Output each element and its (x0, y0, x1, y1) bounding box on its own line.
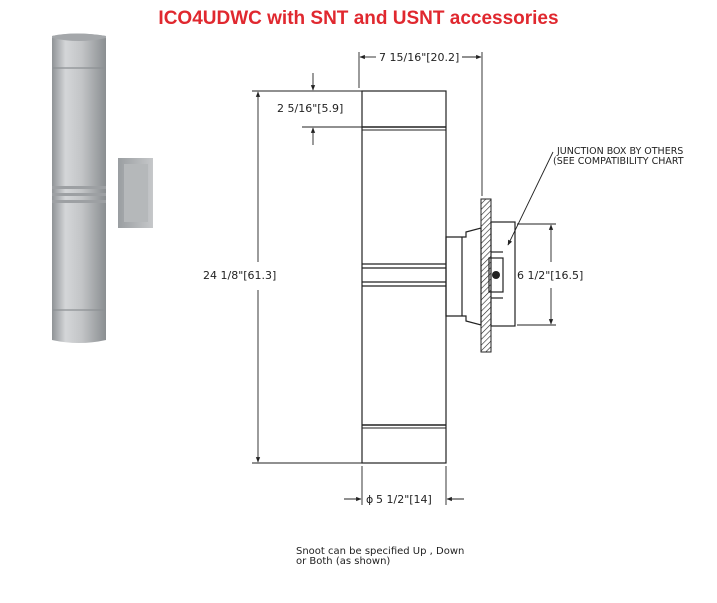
center-band-2 (52, 193, 106, 196)
center-band-1 (52, 186, 106, 189)
fixture-body-outline (361, 90, 447, 464)
wall-section (480, 198, 492, 353)
dimension-lines (252, 52, 556, 505)
dim-top-width: 7 15/16"[20.2] (379, 51, 459, 64)
dim-overall-height: 24 1/8"[61.3] (203, 269, 276, 282)
center-band-3 (52, 200, 106, 203)
snoot-caption-line1: Snoot can be specified Up , Down (296, 546, 465, 557)
dim-plate-height: 6 1/2"[16.5] (517, 269, 583, 282)
dim-diameter-symbol: ϕ (366, 493, 373, 506)
bracket-face (124, 164, 148, 222)
mounting-arm (445, 227, 482, 326)
junction-box-note-line2: (SEE COMPATIBILITY CHART (553, 156, 684, 167)
dim-snoot-height: 2 5/16"[5.9] (277, 102, 343, 115)
fixture-render (52, 33, 153, 343)
junction-box-note-line1: JUNCTION BOX BY OTHERS (556, 146, 683, 157)
fixture-outline (361, 90, 516, 464)
diagram-title: ICO4UDWC with SNT and USNT accessories (158, 8, 559, 29)
dim-diameter: 5 1/2"[14] (376, 493, 432, 506)
snoot-caption-line2: or Both (as shown) (296, 556, 391, 567)
snoot-caption: Snoot can be specified Up , Down or Both… (296, 547, 464, 567)
